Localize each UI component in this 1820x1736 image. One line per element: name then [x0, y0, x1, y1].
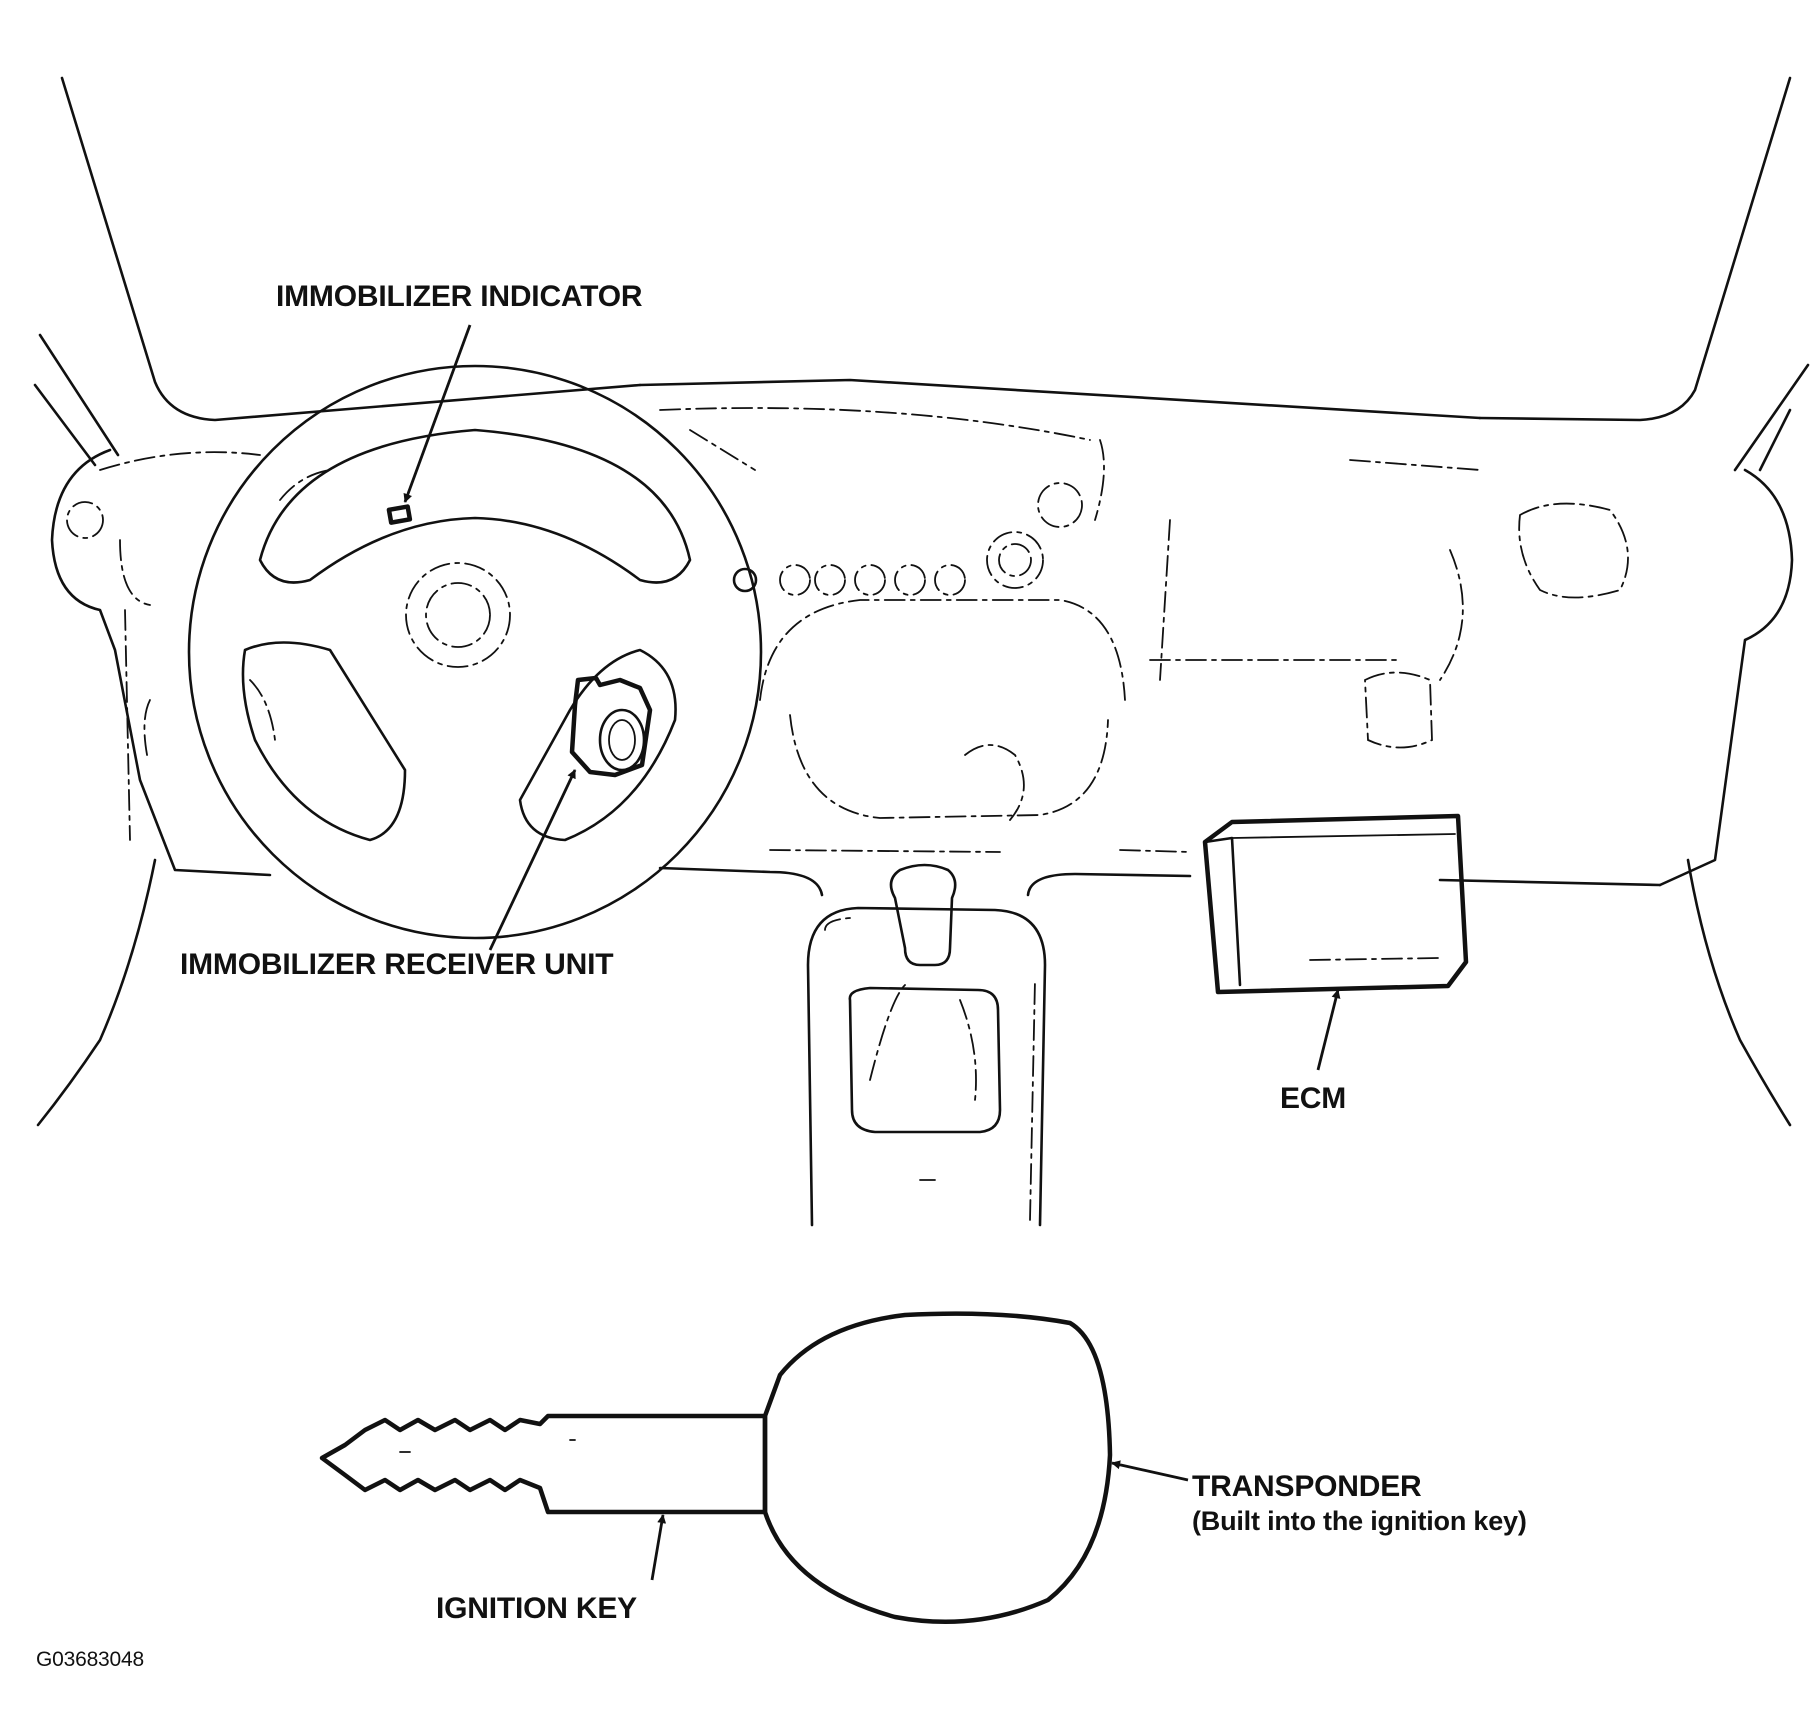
dashboard: [36, 378, 1794, 1127]
ignition-key-label: IGNITION KEY: [436, 1592, 637, 1625]
gear-shifter: [806, 863, 1047, 1227]
ecm-label: ECM: [1280, 1082, 1347, 1115]
leader-lines: [403, 324, 1341, 1581]
transponder-label: TRANSPONDER: [1192, 1470, 1422, 1503]
windshield-pillars: [33, 76, 1810, 472]
immobilizer-indicator-label: IMMOBILIZER INDICATOR: [276, 280, 643, 313]
transponder-note-label: (Built into the ignition key): [1192, 1506, 1527, 1536]
steering-wheel: [187, 364, 763, 940]
ignition-key-icon: [319, 1311, 1113, 1625]
immobilizer-receiver-unit-label: IMMOBILIZER RECEIVER UNIT: [180, 948, 614, 981]
immobilizer-indicator-icon: [386, 504, 413, 525]
immobilizer-receiver-unit-icon: [569, 675, 653, 778]
ecm-unit-icon: [1202, 813, 1469, 995]
center-stack-controls: [66, 482, 1083, 596]
figure-id: G03683048: [36, 1648, 144, 1671]
